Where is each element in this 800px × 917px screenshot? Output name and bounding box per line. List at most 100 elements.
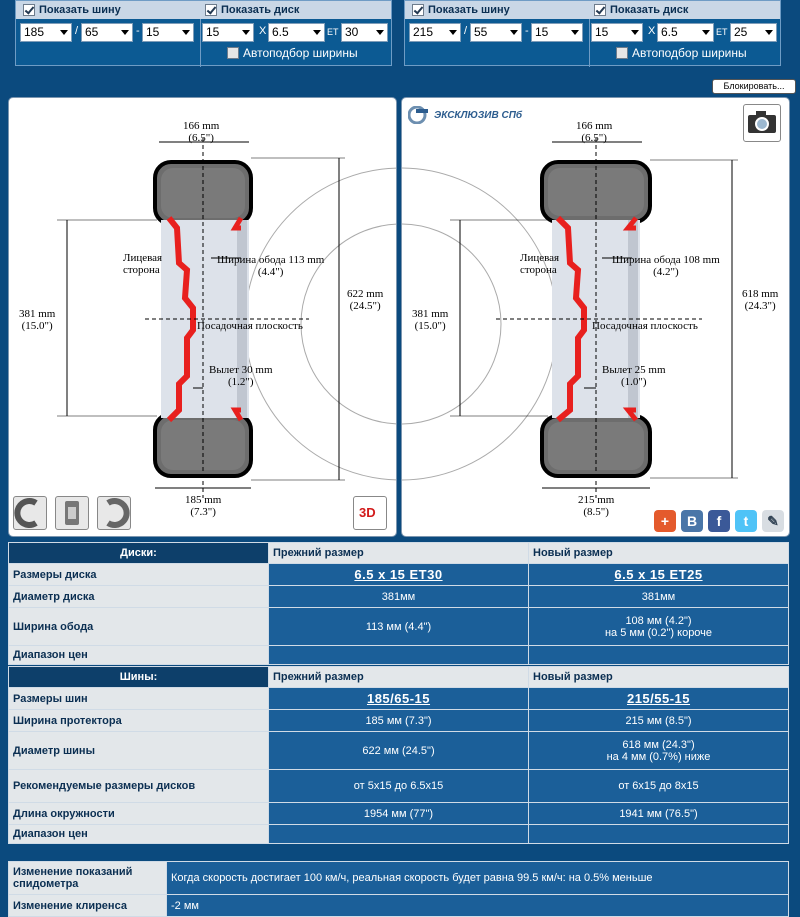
share-plus-button[interactable]: +	[654, 510, 676, 532]
tire-separator: -	[525, 25, 529, 37]
tire-diameter-select[interactable]: 15	[142, 23, 194, 42]
table-row: Изменение клиренса -2 мм	[8, 894, 789, 917]
table-row: Размеры диска 6.5 x 15 ET30 6.5 x 15 ET2…	[8, 563, 789, 586]
tire-icon	[14, 498, 38, 528]
wheel-drawing	[402, 138, 738, 498]
disk-diameter-label: 381 mm(15.0")	[412, 308, 449, 332]
landing-plane-label: Посадочная плоскость	[592, 320, 698, 332]
profile-icon	[106, 498, 130, 528]
old-tire-size-link[interactable]: 185/65-15	[366, 691, 431, 706]
new-size-column-header: Новый размер	[528, 666, 789, 688]
show-disk-toggle[interactable]: Показать диск	[594, 2, 688, 18]
facebook-icon: f	[716, 513, 722, 529]
show-tire-toggle[interactable]: Показать шину	[23, 2, 121, 18]
tire-width-select[interactable]: 185	[20, 23, 72, 42]
new-tire-size-link[interactable]: 215/55-15	[626, 691, 691, 706]
share-livejournal-button[interactable]: ✎	[762, 510, 784, 532]
tire-profile-select[interactable]: 65	[81, 23, 133, 42]
table-row: Ширина обода 113 мм (4.4") 108 мм (4.2")…	[8, 607, 789, 646]
vk-icon: B	[686, 513, 698, 529]
new-size-selector: Показать шину Показать диск 215 / 55 - 1…	[404, 0, 781, 67]
show-tire-label: Показать шину	[39, 4, 121, 16]
tires-table: Шины: Прежний размер Новый размер Размер…	[8, 666, 789, 844]
plus-icon: +	[660, 513, 670, 529]
chevron-down-icon	[182, 30, 190, 35]
tire-separator: /	[75, 25, 79, 37]
brand-logo: ЭКСКЛЮЗИВ СПб	[408, 106, 522, 124]
top-width-label: 166 mm(6.5")	[183, 120, 220, 144]
livejournal-icon: ✎	[767, 513, 779, 529]
tire-diameter-select[interactable]: 15	[531, 23, 583, 42]
tread-width-label: 185 mm(7.3")	[185, 494, 222, 518]
share-facebook-button[interactable]: f	[708, 510, 730, 532]
tire-profile-select[interactable]: 55	[470, 23, 522, 42]
et-label: ET	[716, 27, 728, 37]
old-size-column-header: Прежний размер	[268, 666, 529, 688]
disk-width-select[interactable]: 6.5	[268, 23, 325, 42]
table-row: Диаметр шины 622 мм (24.5") 618 мм (24.3…	[8, 731, 789, 770]
share-twitter-button[interactable]: t	[735, 510, 757, 532]
chevron-down-icon	[449, 30, 457, 35]
auto-width-label: Автоподбор ширины	[243, 46, 358, 60]
show-tire-checkbox[interactable]	[23, 4, 35, 16]
chevron-down-icon	[60, 30, 68, 35]
new-disk-size-link[interactable]: 6.5 x 15 ET25	[614, 567, 703, 582]
tire-separator: /	[464, 25, 468, 37]
tire-width-select[interactable]: 215	[409, 23, 461, 42]
table-row: Ширина протектора 185 мм (7.3") 215 мм (…	[8, 709, 789, 732]
3d-view-button[interactable]: 3D	[353, 496, 387, 530]
disk-diameter-select[interactable]: 15	[202, 23, 254, 42]
show-disk-checkbox[interactable]	[594, 4, 606, 16]
table-row: Изменение показаний спидометра Когда ско…	[8, 861, 789, 895]
new-size-column-header: Новый размер	[528, 542, 789, 564]
rim-icon	[65, 501, 79, 525]
chevron-down-icon	[571, 30, 579, 35]
disk-et-select[interactable]: 25	[730, 23, 777, 42]
table-row: Размеры шин 185/65-15 215/55-15	[8, 687, 789, 710]
profile-view-button[interactable]	[97, 496, 131, 530]
logo-icon	[408, 106, 428, 124]
selector-header-strip	[16, 1, 391, 19]
show-tire-checkbox[interactable]	[412, 4, 424, 16]
show-tire-toggle[interactable]: Показать шину	[412, 2, 510, 18]
table-row: Диапазон цен	[8, 645, 789, 665]
old-disk-size-link[interactable]: 6.5 x 15 ET30	[354, 567, 443, 582]
show-disk-toggle[interactable]: Показать диск	[205, 2, 299, 18]
disk-et-select[interactable]: 30	[341, 23, 388, 42]
twitter-icon: t	[743, 513, 749, 529]
table-row: Диапазон цен	[8, 824, 789, 844]
chevron-down-icon	[121, 30, 129, 35]
tire-view-button[interactable]	[13, 496, 47, 530]
camera-icon	[748, 111, 776, 133]
selector-header-strip	[405, 1, 780, 19]
rim-width-label: Ширина обода 113 mm(4.4")	[217, 254, 325, 278]
table-row: Длина окружности 1954 мм (77") 1941 мм (…	[8, 802, 789, 825]
chevron-down-icon	[376, 30, 384, 35]
tire-separator: -	[136, 25, 140, 37]
screenshot-button[interactable]	[743, 104, 781, 142]
chevron-down-icon	[765, 30, 773, 35]
disk-diameter-label: 381 mm(15.0")	[19, 308, 56, 332]
chevron-down-icon	[631, 30, 639, 35]
auto-width-toggle[interactable]: Автоподбор ширины	[616, 46, 747, 60]
auto-width-checkbox[interactable]	[616, 47, 628, 59]
offset-label: Вылет 30 mm(1.2")	[209, 364, 273, 388]
disk-separator: X	[648, 25, 656, 37]
show-disk-checkbox[interactable]	[205, 4, 217, 16]
table-row: Рекомендуемые размеры дисков от 5x15 до …	[8, 769, 789, 803]
auto-width-toggle[interactable]: Автоподбор ширины	[227, 46, 358, 60]
disk-diameter-select[interactable]: 15	[591, 23, 643, 42]
et-label: ET	[327, 27, 339, 37]
auto-width-checkbox[interactable]	[227, 47, 239, 59]
tire-diameter-label: 622 mm(24.5")	[347, 288, 384, 312]
rim-view-button[interactable]	[55, 496, 89, 530]
share-vk-button[interactable]: B	[681, 510, 703, 532]
landing-plane-label: Посадочная плоскость	[197, 320, 303, 332]
auto-width-label: Автоподбор ширины	[632, 46, 747, 60]
lock-button[interactable]: Блокировать...	[712, 79, 796, 94]
chevron-down-icon	[510, 30, 518, 35]
disk-width-select[interactable]: 6.5	[657, 23, 714, 42]
